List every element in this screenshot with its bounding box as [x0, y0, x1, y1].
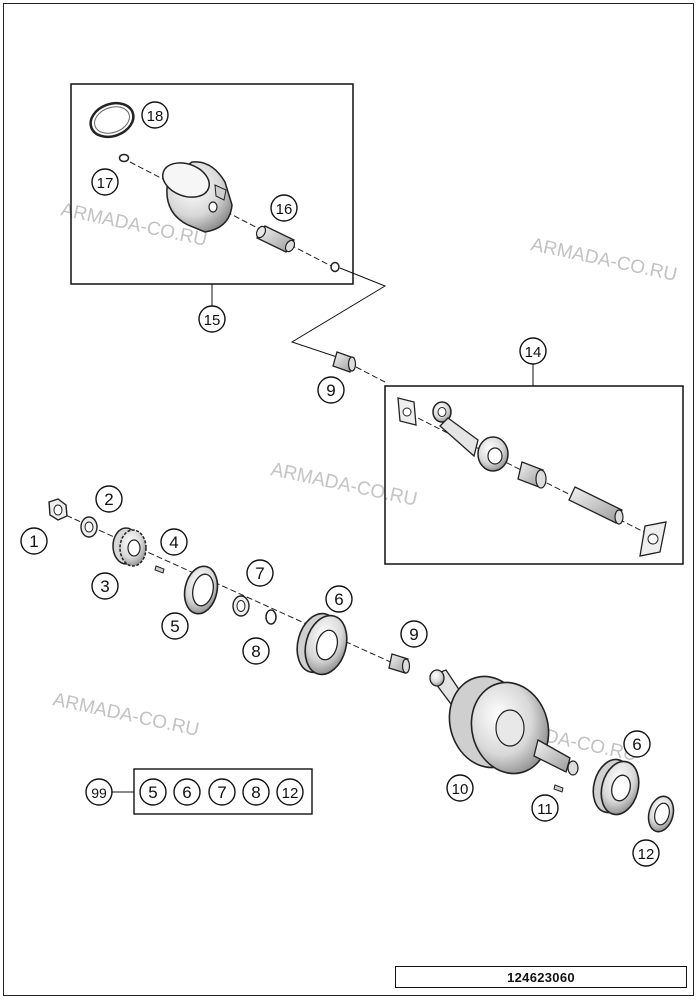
callout-15: 15 [198, 305, 226, 333]
svg-text:5: 5 [170, 617, 179, 636]
callout-3: 3 [91, 572, 119, 600]
thrust-washer-drawing [397, 397, 417, 426]
callout-4: 4 [160, 528, 188, 556]
piston-drawing [162, 161, 233, 233]
callout-10: 10 [446, 774, 474, 802]
callout-9: 9 [400, 620, 428, 648]
svg-text:17: 17 [97, 175, 114, 192]
svg-text:9: 9 [326, 381, 335, 400]
circlip-drawing [330, 261, 340, 273]
svg-text:8: 8 [251, 783, 260, 802]
svg-text:6: 6 [334, 590, 343, 609]
diagram-reference-number: 124623060 [395, 966, 687, 988]
svg-text:8: 8 [251, 642, 260, 661]
svg-text:5: 5 [148, 783, 157, 802]
callout-17: 17 [91, 168, 119, 196]
svg-text:6: 6 [632, 735, 641, 754]
kit-item-callout: 12 [276, 778, 304, 806]
watermark: ARMADA-CO.RU [529, 234, 679, 285]
ball-bearing-drawing [296, 612, 348, 676]
axis-line [129, 161, 336, 269]
o-ring-drawing [265, 609, 277, 625]
svg-text:7: 7 [217, 783, 226, 802]
crankshaft-drawing [428, 669, 579, 776]
svg-text:16: 16 [276, 201, 293, 218]
conrod-bearing-drawing [517, 461, 547, 489]
svg-text:10: 10 [452, 781, 469, 798]
callout-14: 14 [519, 337, 547, 365]
washer-drawing [80, 516, 98, 538]
watermark: ARMADA-CO.RU [269, 459, 419, 510]
callout-9: 9 [317, 376, 345, 404]
svg-text:7: 7 [255, 564, 264, 583]
svg-text:3: 3 [100, 577, 109, 596]
piston-ring-drawing [89, 101, 135, 139]
callout-11: 11 [531, 794, 559, 822]
kit-item-callout: 8 [242, 778, 270, 806]
shaft-seal-drawing [647, 795, 675, 833]
leader-line [290, 267, 387, 358]
callout-18: 18 [141, 101, 169, 129]
shaft-seal-drawing [183, 565, 219, 615]
conrod-kit-box [384, 385, 684, 565]
kit-item-callout: 5 [139, 778, 167, 806]
svg-text:2: 2 [104, 490, 113, 509]
callout-16: 16 [270, 194, 298, 222]
callout-5: 5 [161, 612, 189, 640]
svg-text:6: 6 [182, 783, 191, 802]
svg-text:1: 1 [29, 532, 38, 551]
svg-text:99: 99 [91, 785, 107, 801]
circlip-drawing [118, 153, 130, 163]
callout-12: 12 [632, 839, 660, 867]
kit-item-callout: 7 [208, 778, 236, 806]
piston-pin-drawing [255, 225, 296, 253]
svg-text:12: 12 [638, 846, 655, 863]
svg-text:11: 11 [537, 801, 553, 818]
woodruff-key-drawing [154, 565, 165, 574]
kit-99-box [133, 768, 313, 815]
callout-2: 2 [95, 485, 123, 513]
kit-item-callout: 6 [173, 778, 201, 806]
ball-bearing-drawing [592, 758, 640, 816]
thrust-washer-drawing [639, 521, 667, 557]
page-frame [3, 3, 694, 996]
callout-1: 1 [20, 527, 48, 555]
svg-text:9: 9 [409, 625, 418, 644]
callout-8: 8 [242, 637, 270, 665]
callout-group: 1 2 3 4 5 7 8 6 9 9 10 11 6 12 14 15 16 … [20, 101, 660, 867]
svg-text:14: 14 [525, 344, 542, 361]
callout-6: 6 [623, 730, 651, 758]
callout-6: 6 [325, 585, 353, 613]
needle-bearing-drawing [388, 653, 411, 674]
callout-7: 7 [246, 559, 274, 587]
kit-99-group: 99 5 6 7 8 12 [85, 768, 313, 815]
watermark: ARMADA-CO.RU [51, 689, 201, 740]
primary-gear-drawing [112, 527, 147, 567]
shim-drawing [232, 595, 250, 617]
kit-99-callout: 99 [85, 778, 113, 806]
svg-text:15: 15 [204, 312, 221, 329]
needle-bearing-drawing [332, 351, 357, 373]
svg-text:4: 4 [169, 533, 178, 552]
svg-text:18: 18 [147, 108, 164, 125]
svg-text:12: 12 [282, 785, 299, 802]
crank-pin-drawing [568, 486, 624, 525]
connecting-rod-drawing [432, 401, 509, 472]
nut-drawing [48, 498, 68, 521]
woodruff-key-drawing [553, 784, 564, 793]
axis-line [355, 366, 386, 383]
